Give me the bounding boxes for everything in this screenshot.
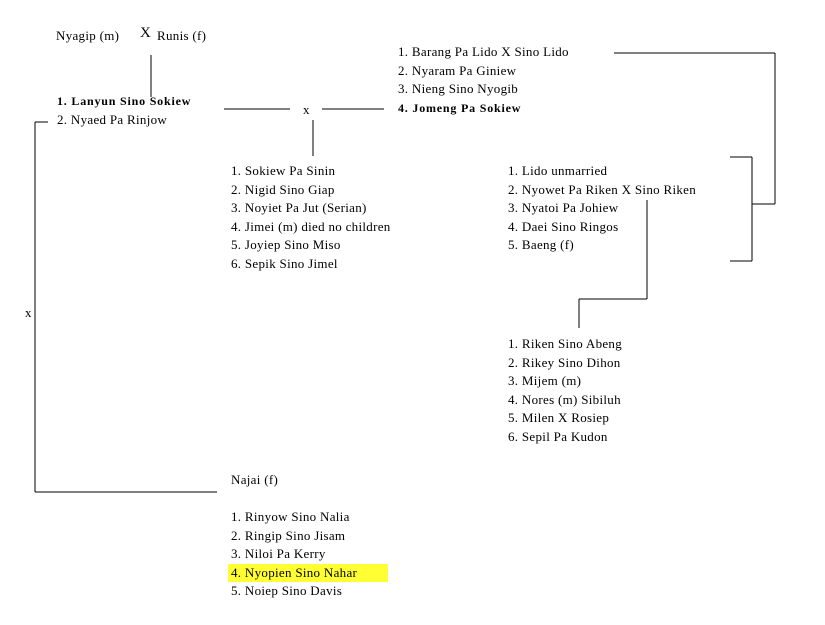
children-nyowet-riken: 1. Riken Sino Abeng 2. Rikey Sino Dihon …	[508, 335, 622, 446]
list-item: 5. Milen X Rosiep	[508, 410, 610, 425]
list-item: 4. Jimei (m) died no children	[231, 218, 391, 234]
list-item: 2. Nyaram Pa Giniew	[398, 62, 517, 78]
child-text: 5. Noiep Sino Davis	[231, 583, 343, 598]
list-item: 2. Rikey Sino Dihon	[508, 354, 621, 370]
list-item: 1. Lido unmarried	[508, 163, 608, 178]
list-item: 4. Jomeng Pa Sokiew	[398, 100, 522, 115]
list-item: 6. Sepil Pa Kudon	[508, 428, 608, 444]
list-item: 5. Joyiep Sino Miso	[231, 237, 341, 252]
child-text: 2. Ringip Sino Jisam	[231, 527, 346, 543]
list-item: 1. Rinyow Sino Nalia	[231, 508, 388, 527]
children-najai: 1. Rinyow Sino Nalia 2. Ringip Sino Jisa…	[228, 508, 388, 601]
spouse-nyaed: 2. Nyaed Pa Rinjow	[57, 112, 168, 127]
list-item: 2. Nyowet Pa Riken X Sino Riken	[508, 181, 697, 197]
top-couple-x-marker: X	[140, 25, 152, 41]
children-lanyun-jomeng: 1. Sokiew Pa Sinin 2. Nigid Sino Giap 3.…	[231, 162, 391, 273]
marriage-x-marker: x	[303, 102, 310, 117]
list-item: 5. Noiep Sino Davis	[231, 582, 388, 601]
list-item: 6. Sepik Sino Jimel	[231, 255, 338, 271]
list-item: 4. Nores (m) Sibiluh	[508, 391, 621, 407]
child-text: 1. Rinyow Sino Nalia	[231, 509, 350, 524]
children-barang-lido: 1. Lido unmarried 2. Nyowet Pa Riken X S…	[508, 162, 696, 255]
highlighted-child: 4. Nyopien Sino Nahar	[228, 563, 388, 582]
list-item: 4. Daei Sino Ringos	[508, 218, 619, 234]
right-spouses-list: 1. Barang Pa Lido X Sino Lido 2. Nyaram …	[398, 43, 569, 117]
list-item: 3. Nyatoi Pa Johiew	[508, 200, 619, 215]
list-item: 3. Nieng Sino Nyogib	[398, 81, 519, 96]
najai-name: Najai (f)	[231, 472, 279, 487]
list-item: 3. Niloi Pa Kerry	[231, 545, 388, 564]
list-item: 1. Sokiew Pa Sinin	[231, 163, 336, 178]
top-couple-husband: Nyagip (m)	[56, 28, 120, 43]
list-item: 2. Ringip Sino Jisam	[231, 527, 388, 546]
list-item: 1. Barang Pa Lido X Sino Lido	[398, 44, 569, 59]
list-item: 5. Baeng (f)	[508, 237, 575, 252]
list-item: 2. Nigid Sino Giap	[231, 181, 335, 197]
list-item: 4. Nyopien Sino Nahar	[228, 563, 388, 582]
child-text: 3. Niloi Pa Kerry	[231, 546, 326, 561]
list-item: 3. Noyiet Pa Jut (Serian)	[231, 200, 367, 215]
top-couple-wife: Runis (f)	[157, 28, 207, 43]
list-item: 1. Riken Sino Abeng	[508, 336, 623, 351]
left-x-marker: x	[25, 305, 32, 320]
list-item: 3. Mijem (m)	[508, 373, 582, 388]
spouse-lanyun: 1. Lanyun Sino Sokiew	[57, 94, 192, 108]
